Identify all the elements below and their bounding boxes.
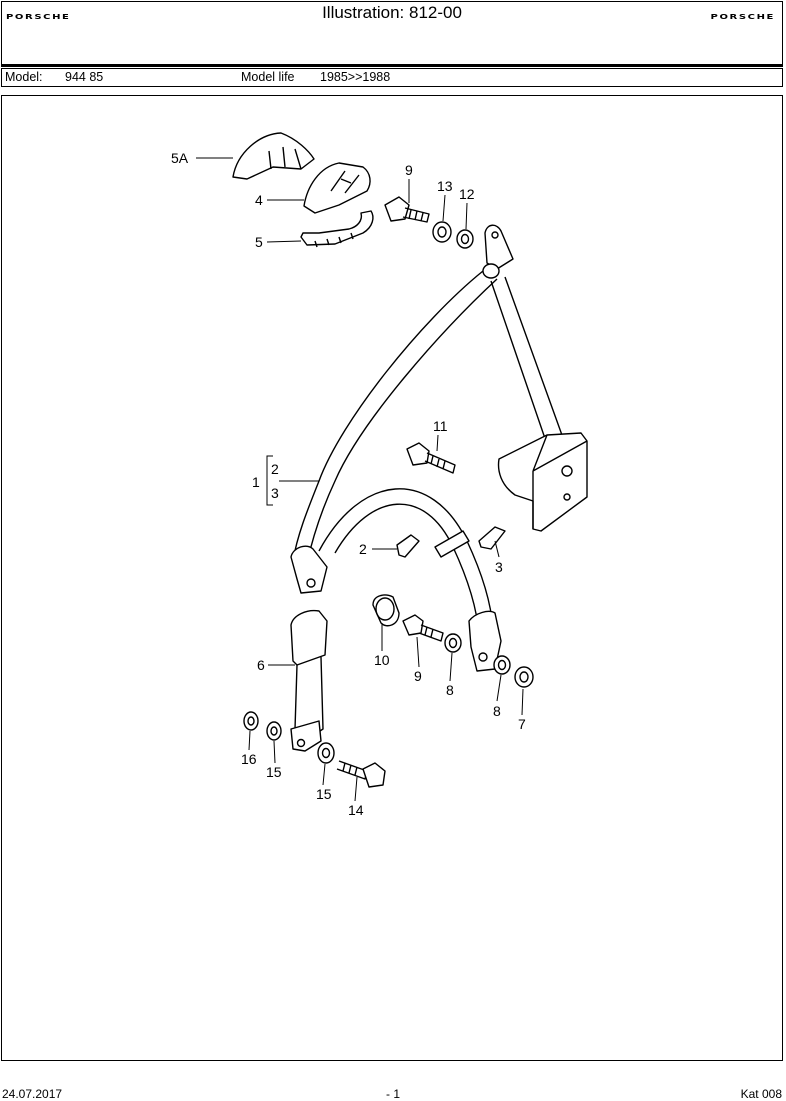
callout-4: 4 [255, 192, 263, 208]
bolt-9-top-part [384, 196, 430, 223]
brand-logo-right: PORSCHE [710, 13, 775, 22]
model-label: Model: [5, 70, 43, 84]
washer-12-part [456, 229, 474, 249]
lap-belt-part [318, 488, 502, 672]
lower-plate-left-part [290, 545, 328, 594]
washer-15-right-part [317, 742, 335, 764]
diagram-canvas: 5A 4 5 9 13 12 11 1 2 3 2 3 10 9 8 8 7 6… [171, 132, 588, 818]
clip-3-part [478, 526, 506, 550]
bolt-11-part [406, 442, 456, 474]
callout-2: 2 [359, 541, 367, 557]
callout-10: 10 [374, 652, 390, 668]
callout-3: 3 [495, 559, 503, 575]
buckle-6-part [290, 609, 328, 752]
retractor-1-part [497, 432, 588, 532]
header-box: PORSCHE Illustration: 812-00 PORSCHE [1, 1, 783, 67]
callout-11: 11 [433, 418, 448, 434]
cover-5-part [300, 210, 374, 248]
callout-8-left: 8 [446, 682, 454, 698]
model-value: 944 85 [65, 70, 104, 84]
callout-16: 16 [241, 751, 257, 767]
bolt-14-part [336, 760, 386, 788]
washer-8-right-part [493, 655, 511, 675]
callout-13: 13 [437, 178, 453, 194]
cover-5a-part [232, 132, 315, 180]
parts-diagram: 5A 4 5 9 13 12 11 1 2 3 2 3 10 9 8 8 7 6… [1, 95, 783, 1061]
callout-8-right: 8 [493, 703, 501, 719]
callout-5a: 5A [171, 150, 189, 166]
callout-1-sub-3: 3 [271, 485, 279, 501]
model-life-label: Model life [241, 70, 295, 84]
clip-2-part [396, 534, 420, 558]
callout-7: 7 [518, 716, 526, 732]
bolt-9-lower-part [402, 614, 444, 642]
callout-12: 12 [459, 186, 475, 202]
callout-14: 14 [348, 802, 364, 818]
callout-15-right: 15 [316, 786, 332, 802]
leader-lines [196, 157, 524, 802]
washer-8-left-part [444, 633, 462, 653]
footer-page-number: - 1 [386, 1087, 401, 1101]
callout-1-sub-2: 2 [271, 461, 279, 477]
illustration-title: Illustration: 812-00 [322, 3, 462, 22]
spacer-10-part [372, 594, 400, 627]
brand-logo-left: PORSCHE [6, 13, 71, 22]
callout-5: 5 [255, 234, 263, 250]
callout-9-lower: 9 [414, 668, 422, 684]
cover-4-part [303, 162, 371, 214]
nut-7-part [514, 666, 534, 688]
callout-9-top: 9 [405, 162, 413, 178]
callout-15-left: 15 [266, 764, 282, 780]
upper-anchor-part [482, 224, 514, 279]
model-life-value: 1985>>1988 [320, 70, 391, 84]
footer-catalog: Kat 008 [740, 1087, 782, 1101]
nut-16-part [243, 711, 259, 731]
belt-strap-part [292, 270, 568, 564]
model-bar: Model: 944 85 Model life 1985>>1988 [1, 68, 783, 87]
callout-1: 1 [252, 474, 260, 490]
washer-13-part [432, 221, 452, 243]
washer-15-left-part [266, 721, 282, 741]
callout-6: 6 [257, 657, 265, 673]
footer-date: 24.07.2017 [2, 1087, 63, 1101]
